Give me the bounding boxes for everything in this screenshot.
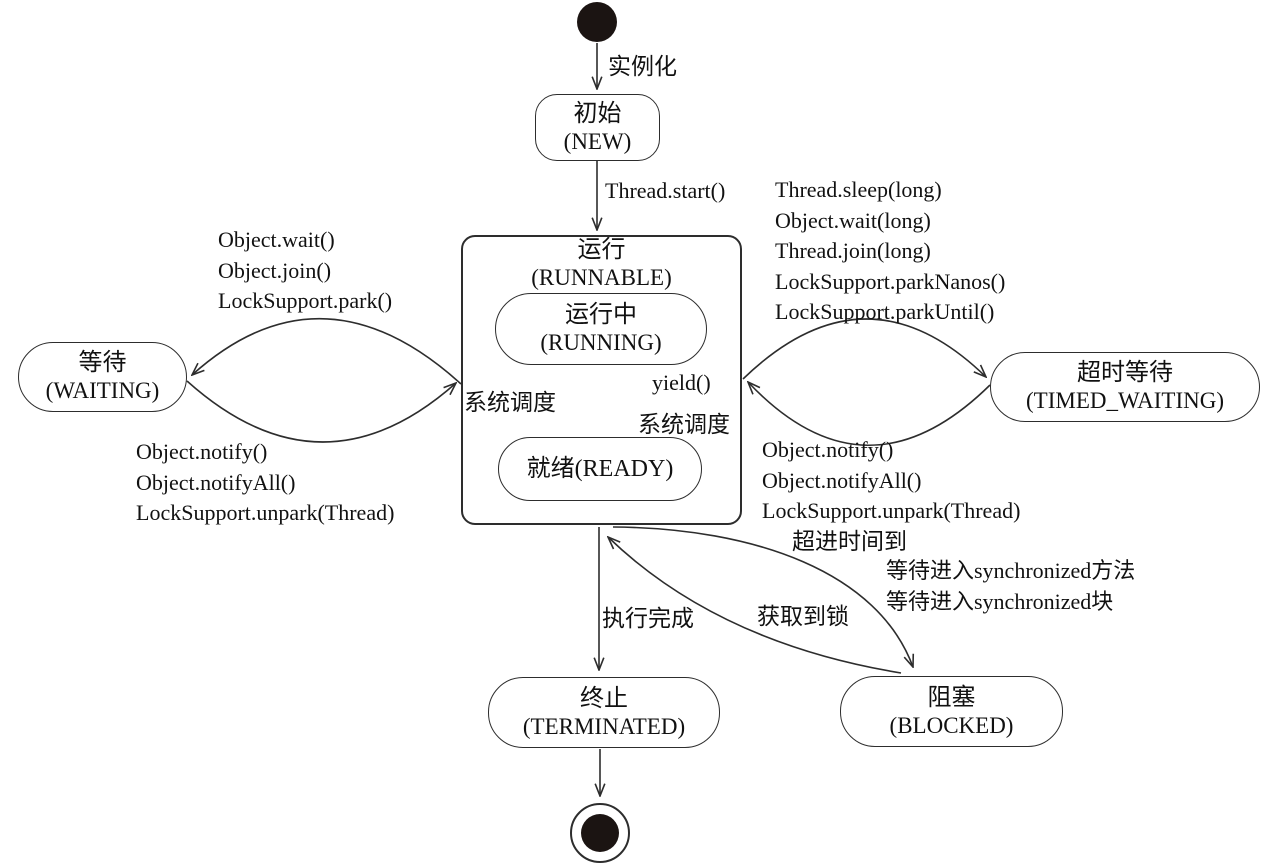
state-blocked: 阻塞 (BLOCKED) [840,676,1063,747]
state-terminated-label-cn: 终止 [580,685,628,712]
state-new-label-cn: 初始 [573,100,622,127]
label-object-notify-left: Object.notify() [136,439,268,464]
state-running-label-cn: 运行中 [565,302,637,328]
state-waiting-label-en: (WAITING) [45,378,160,403]
label-object-notifyall-left: Object.notifyAll() [136,469,296,495]
state-runnable-label-en: (RUNNABLE) [531,265,672,290]
state-new: 初始 (NEW) [535,94,660,161]
arrow-runnable-to-timed-waiting [742,318,986,380]
state-running: 运行中 (RUNNING) [495,293,707,365]
label-object-notifyall-right: Object.notifyAll() [762,467,922,493]
state-waiting: 等待 (WAITING) [18,342,187,412]
state-blocked-label-en: (BLOCKED) [889,712,1014,738]
state-timed-waiting: 超时等待 (TIMED_WAITING) [990,352,1260,422]
state-running-label-en: (RUNNING) [540,330,662,355]
label-locksupport-unpark-left: LockSupport.unpark(Thread) [136,500,395,525]
label-object-notify-right: Object.notify() [762,437,894,462]
label-system-schedule-left: 系统调度 [464,390,556,415]
state-new-label-en: (NEW) [563,128,632,154]
label-group-waiting-to-runnable: Object.notify() Object.notifyAll() LockS… [136,437,394,529]
final-state [570,803,630,863]
label-group-timed-waiting-to-runnable: Object.notify() Object.notifyAll() LockS… [762,435,1020,557]
label-timeout-elapsed: 超进时间到 [792,528,907,554]
label-locksupport-unpark-right: LockSupport.unpark(Thread) [762,498,1021,523]
state-blocked-label-cn: 阻塞 [927,684,976,711]
state-timed-waiting-label-cn: 超时等待 [1077,360,1173,386]
label-instantiate: 实例化 [608,54,677,79]
label-locksupport-parkuntil: LockSupport.parkUntil() [775,299,995,324]
label-wait-enter-synchronized-block: 等待进入synchronized块 [886,588,1114,614]
final-state-dot [581,814,619,852]
label-object-join: Object.join() [218,257,332,283]
label-thread-sleep: Thread.sleep(long) [775,177,942,202]
label-object-wait-long: Object.wait(long) [775,207,931,233]
label-system-schedule-right: 系统调度 [638,412,730,437]
label-wait-enter-synchronized-method: 等待进入synchronized方法 [886,558,1136,583]
label-thread-start: Thread.start() [605,178,726,203]
label-yield: yield() [652,370,711,395]
label-object-wait: Object.wait() [218,227,335,252]
state-waiting-label-cn: 等待 [78,350,127,376]
state-runnable-label-cn: 运行 [577,237,626,263]
state-ready-label: 就绪(READY) [526,455,674,482]
label-execution-complete: 执行完成 [602,606,694,631]
arrow-waiting-to-runnable [186,380,456,443]
label-locksupport-park: LockSupport.park() [218,288,393,313]
arrow-runnable-to-waiting [192,317,462,385]
state-ready: 就绪(READY) [498,437,702,501]
state-terminated-label-en: (TERMINATED) [522,713,686,739]
label-acquire-lock: 获取到锁 [757,604,849,629]
state-terminated: 终止 (TERMINATED) [488,677,720,748]
label-group-runnable-to-timed-waiting: Thread.sleep(long) Object.wait(long) Thr… [775,175,1005,328]
label-thread-join-long: Thread.join(long) [775,238,931,263]
state-timed-waiting-label-en: (TIMED_WAITING) [1026,388,1224,413]
initial-state-dot [577,2,617,42]
label-group-runnable-to-waiting: Object.wait() Object.join() LockSupport.… [218,225,392,317]
label-group-runnable-to-blocked: 等待进入synchronized方法 等待进入synchronized块 [886,556,1135,617]
label-locksupport-parknanos: LockSupport.parkNanos() [775,268,1006,294]
state-runnable-title: 运行 (RUNNABLE) [461,237,742,291]
